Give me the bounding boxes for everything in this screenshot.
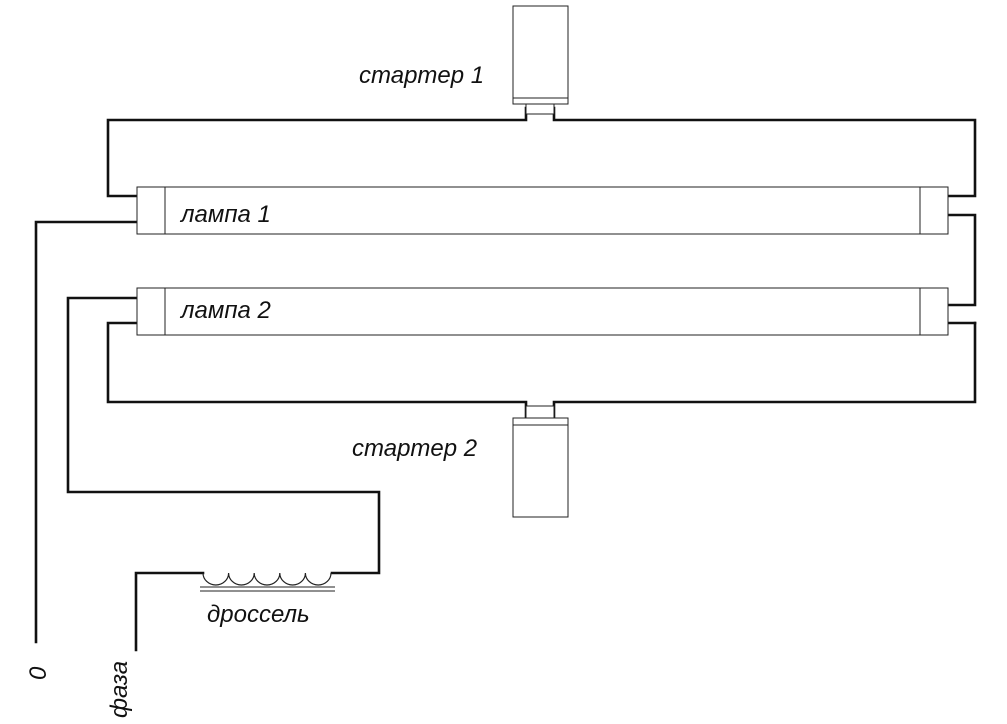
phase-label: фаза <box>106 661 133 718</box>
starter-1-terminal <box>525 103 555 115</box>
lamp-2-label: лампа 2 <box>179 297 271 324</box>
lamp-1-tube <box>136 186 949 235</box>
labels: стартер 1 стартер 2 лампа 1 лампа 2 дрос… <box>25 62 484 718</box>
starter-2-body <box>512 424 569 518</box>
lamp-1 <box>136 186 949 235</box>
starter-2-base <box>512 417 569 426</box>
starter-1-body <box>512 5 569 99</box>
choke-coil <box>202 572 332 586</box>
starter-2-label: стартер 2 <box>352 435 477 462</box>
lamp-2-to-choke-wire <box>66 296 381 575</box>
lamp-1-label: лампа 1 <box>179 201 271 228</box>
neutral-label: 0 <box>25 666 52 680</box>
starter-2-loop-wire <box>106 321 977 419</box>
starter-1-loop-wire <box>106 106 977 198</box>
starter-1-base <box>512 97 569 105</box>
lamp-2 <box>136 287 949 336</box>
starter-2 <box>512 405 569 518</box>
starter-1 <box>512 5 569 115</box>
choke-to-phase-wire <box>134 571 205 652</box>
starter-2-terminal <box>525 405 555 419</box>
choke-label: дроссель <box>207 601 310 628</box>
lamp-series-link-wire <box>946 213 977 307</box>
starter-1-label: стартер 1 <box>359 62 484 89</box>
choke <box>200 572 335 592</box>
neutral-wire <box>34 220 139 644</box>
lamp-2-tube <box>136 287 949 336</box>
